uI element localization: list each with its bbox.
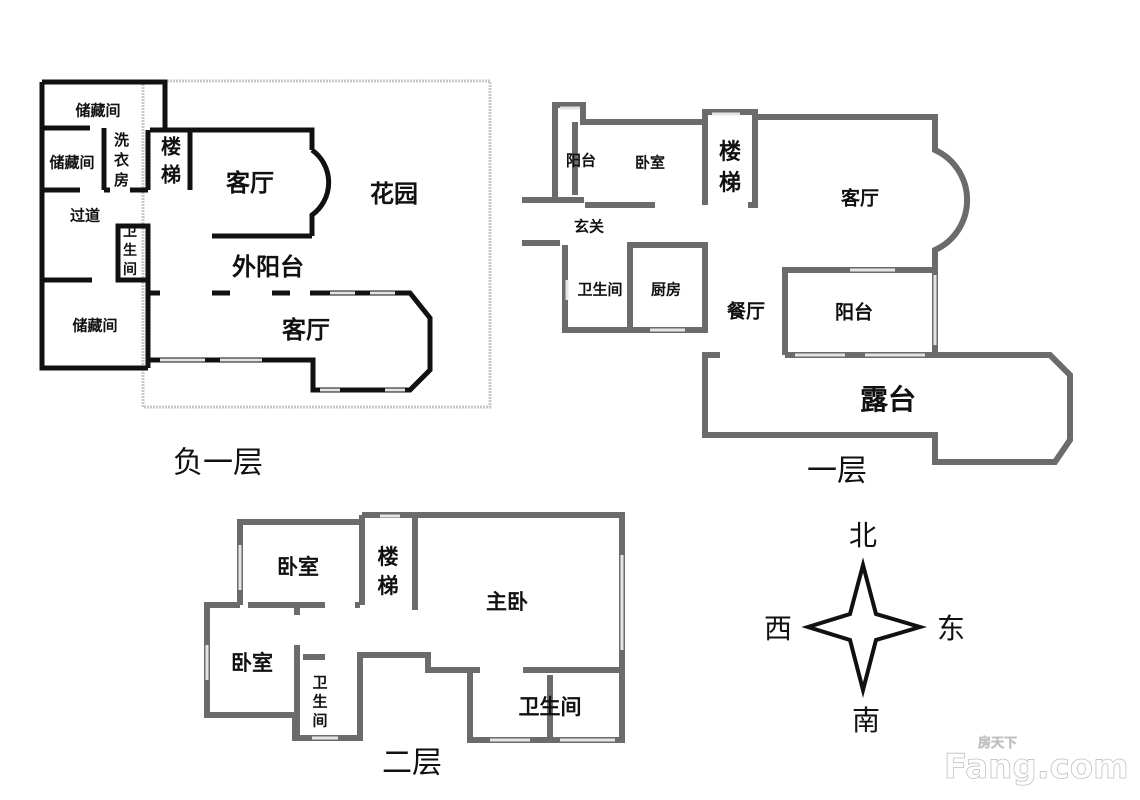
room-label: 卧室 — [277, 555, 319, 579]
floor-title-basement: 负一层 — [173, 446, 263, 481]
room-label: 餐厅 — [727, 300, 765, 323]
floor-title-first: 一层 — [807, 454, 867, 489]
room-label: 客厅 — [282, 316, 330, 344]
second-floor-plan: 卧室 楼 梯 主卧 卧室 卫 生 间 卫生间 二层 — [204, 512, 625, 781]
watermark-cn: 房天下 — [978, 735, 1017, 751]
room-label: 梯 — [378, 574, 399, 598]
room-label-laundry: 洗衣房 — [112, 132, 130, 192]
room-label: 花园 — [370, 180, 418, 208]
compass-west: 西 — [764, 612, 792, 645]
floor-title-second: 二层 — [382, 746, 442, 781]
first-floor-walls — [522, 102, 1073, 465]
room-label: 卫生间 — [577, 281, 622, 299]
room-label: 玄关 — [574, 218, 604, 236]
room-label: 客厅 — [226, 169, 274, 197]
compass-north: 北 — [849, 519, 877, 552]
room-label: 梯 — [719, 170, 741, 196]
compass-south: 南 — [852, 704, 880, 737]
room-label: 卫生间 — [519, 695, 582, 719]
room-label: 间 — [123, 261, 137, 278]
room-label: 储藏间 — [75, 102, 120, 120]
first-floor-plan: 阳台 卧室 楼 梯 客厅 玄关 卫生间 厨房 餐厅 阳台 露台 一层 — [522, 102, 1073, 489]
room-label: 间 — [312, 712, 327, 730]
room-label: 楼 — [161, 135, 181, 159]
watermark-en: Fang.com — [944, 747, 1129, 787]
room-label: 厨房 — [651, 281, 681, 299]
garden-boundary — [141, 79, 492, 409]
room-label: 卧室 — [231, 651, 273, 675]
room-label: 生 — [123, 242, 137, 259]
room-label: 阳台 — [835, 301, 873, 324]
room-label: 卫 — [123, 224, 137, 240]
room-label: 露台 — [860, 383, 916, 416]
room-label: 储藏间 — [49, 154, 94, 172]
room-label: 梯 — [161, 163, 181, 187]
basement-plan: 储藏间 储藏间 楼 梯 客厅 花园 过道 卫 生 间 外阳台 储藏间 客厅 负一… — [39, 79, 492, 481]
basement-walls — [39, 79, 433, 393]
room-label: 过道 — [70, 207, 100, 225]
room-label: 阳台 — [566, 152, 596, 170]
room-label: 客厅 — [841, 187, 879, 210]
compass: 北 南 西 东 — [764, 519, 965, 737]
room-label: 生 — [312, 693, 327, 711]
compass-east: 东 — [937, 612, 965, 645]
fang-watermark-logo: 房天下 Fang.com — [944, 735, 1129, 788]
room-label: 储藏间 — [72, 317, 117, 335]
room-label: 主卧 — [486, 590, 528, 614]
compass-star-icon — [801, 557, 928, 698]
room-label: 楼 — [378, 545, 399, 569]
room-label: 楼 — [719, 140, 741, 165]
room-label: 外阳台 — [232, 253, 304, 281]
room-label: 卫 — [312, 674, 327, 692]
room-label: 卧室 — [635, 154, 665, 172]
